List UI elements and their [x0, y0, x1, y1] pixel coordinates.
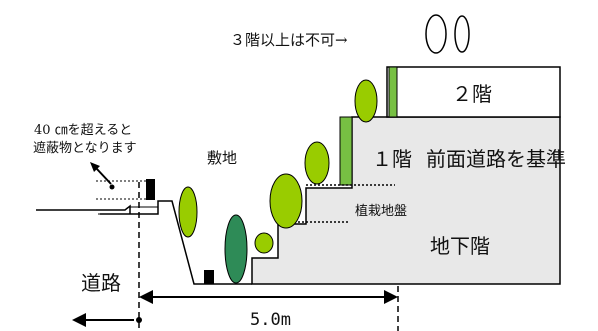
second-floor-pillar [388, 66, 398, 118]
tree-large [269, 173, 303, 229]
curb-detail [98, 206, 158, 215]
tree-upper [354, 79, 378, 123]
planting-ground-label: 植栽地盤 [355, 203, 407, 219]
basement-label: 地下階 [430, 234, 490, 258]
tree-outline-right [454, 15, 470, 53]
road-boundary-dot [136, 317, 142, 323]
second-floor-label: ２階 [452, 82, 492, 106]
first-floor-pillar [339, 116, 353, 186]
tree-slope [178, 186, 198, 238]
distance-arrowhead-left [139, 290, 153, 304]
height-indicator-arrow [95, 167, 112, 185]
road-arrowhead-left [72, 313, 86, 327]
height-indicator-arrowhead [90, 162, 100, 172]
tree-mid [304, 141, 330, 185]
ground-profile [36, 200, 252, 285]
front-road-basis-label: 前面道路を基準 [426, 147, 566, 171]
second-floor-block [386, 66, 561, 118]
third-floor-note: ３階以上は不可→ [230, 31, 348, 49]
tree-small [254, 232, 274, 254]
fence-block [146, 179, 155, 200]
first-floor-label: １階 [372, 147, 412, 171]
distance-arrowhead-right [384, 290, 398, 304]
height-note-line1: 40 ㎝を超えると [34, 123, 132, 138]
site-label: 敷地 [207, 149, 237, 167]
distance-label: 5.0m [250, 310, 291, 330]
height-note-line2: 遮蔽物となります [33, 140, 137, 156]
ground-block [204, 270, 214, 284]
height-marker-dot [109, 184, 115, 190]
tree-outline-left [425, 14, 447, 54]
road-label: 道路 [81, 271, 121, 295]
tree-dark [224, 214, 248, 284]
building-outline [251, 116, 561, 285]
